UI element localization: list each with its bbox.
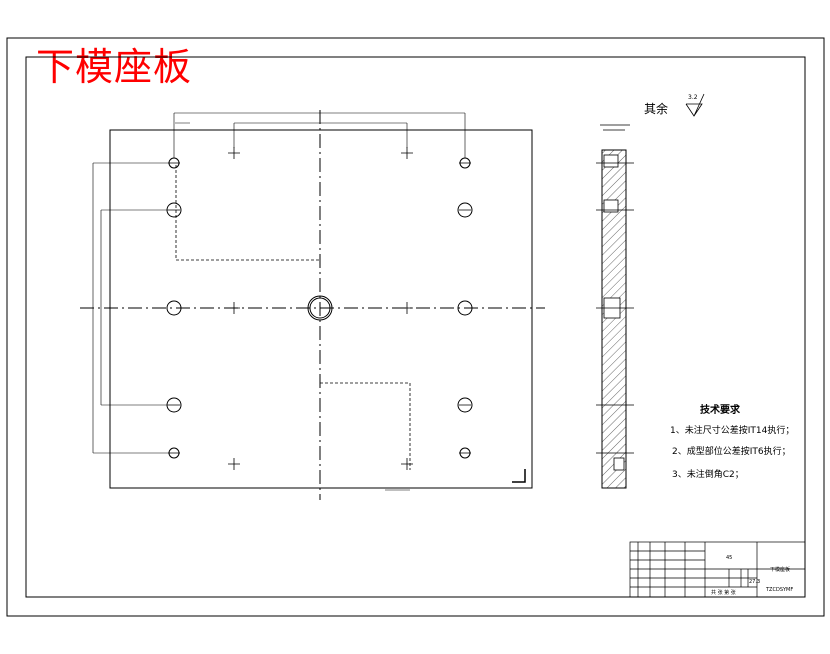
outer-border [6,37,825,617]
tech-req-item: 3、未注倒角C2； [672,470,744,480]
plate-outline [109,129,533,489]
roughness-label: 其余 [644,102,669,116]
tech-req-item: 1、未注尺寸公差按IT14执行； [670,426,795,436]
scale: 27.3 [749,579,761,585]
part-name: 下模座板 [770,567,791,573]
tech-req-heading: 技术要求 [700,405,740,416]
inner-frame [25,56,806,598]
corner-mark [512,469,526,483]
tech-req-item: 2、成型部位公差按IT6执行； [672,447,791,457]
title-block [629,541,806,598]
drawing-number: TZCDSYMF [766,587,794,593]
material: 45 [726,555,733,561]
drawing-title: 下模座板 [36,45,193,89]
section-line [175,165,320,261]
roughness-value: 3.2 [688,94,698,101]
hole-crosses [168,147,471,470]
sheet-count: 共 张 第 张 [711,590,736,596]
section-line [320,382,411,470]
center-hole [307,295,333,321]
roughness-symbol [685,93,705,117]
dimension-lines [92,112,466,491]
